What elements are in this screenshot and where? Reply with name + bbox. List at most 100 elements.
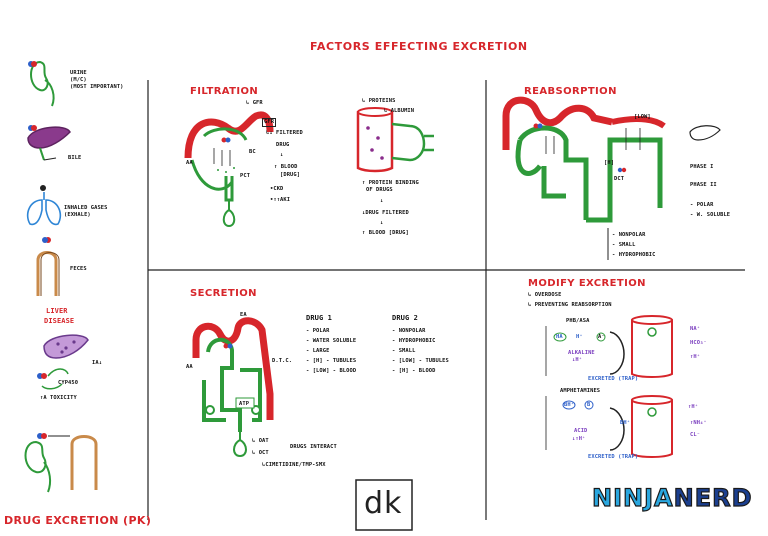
filtration-line-6: •CKD (270, 186, 284, 192)
dtc-label: D.T.C. (272, 358, 293, 364)
drug2-line-5: - [H] - BLOOD (392, 368, 436, 374)
wsoluble-label: - W. SOLUBLE (690, 212, 731, 218)
phase-liver-icon (689, 125, 721, 141)
ea-label: EA (240, 312, 247, 318)
oat-label: ↳ OAT (252, 438, 269, 444)
liver-icon (27, 125, 71, 161)
dk-logo: dk (364, 486, 403, 521)
phb-label: PHB/ASA (566, 318, 590, 324)
liver-disease-label-1: LIVER (46, 307, 68, 315)
b-label: B (587, 402, 591, 408)
bh-label: BH⁺ (564, 402, 575, 408)
trap1-label: EXCRETED (TRAP) (588, 376, 639, 382)
inhaled-label-2: (EXHALE) (64, 212, 91, 218)
ninja-text: NINJA (591, 483, 674, 512)
phase1-label: PHASE I (690, 164, 714, 170)
modify-sub-2: ↳ PREVENTING REABSORPTION (528, 302, 612, 308)
gfr-label: ↳ GFR (246, 100, 263, 106)
dk-logo-frame (355, 479, 413, 531)
urine-label-3: (MOST IMPORTANT) (70, 84, 124, 90)
filtration-nephron (184, 111, 274, 228)
filtration-line-5: [DRUG] (280, 172, 301, 178)
grid-lines (147, 80, 745, 520)
kidney-bottom-icon (24, 433, 98, 493)
filtration-line-7: •↑↑AKI (270, 197, 291, 203)
inhaled-label-1: INHALED GASES (64, 205, 108, 211)
liver-disease-label-2: DISEASE (44, 317, 75, 325)
lungs-icon (26, 185, 62, 226)
low-label: [LOW] (634, 114, 651, 120)
page-title: FACTORS EFFECTING EXCRETION (310, 40, 528, 53)
pct-label: PCT (240, 173, 251, 179)
footer-title: DRUG EXCRETION (PK) (4, 514, 152, 527)
drug2-line-4: - [LOW] - TUBULES (392, 358, 449, 364)
atp-label: ATP (239, 401, 250, 407)
binding-line-4: ↓DRUG FILTERED (362, 210, 409, 216)
bile-label: BILE (68, 155, 82, 161)
binding-line-1: ↑ PROTEIN BINDING (362, 180, 419, 186)
modify-sub-1: ↳ OVERDOSE (528, 292, 562, 298)
drug2-heading: DRUG 2 (392, 314, 418, 322)
h-label: [H] (604, 160, 615, 166)
prop-nonpolar: - NONPOLAR (612, 232, 646, 238)
urine-label-1: URINE (70, 70, 87, 76)
hco-label: HCO₃⁻ (690, 340, 707, 346)
kidney-icon (28, 60, 55, 107)
modify-heading: MODIFY EXCRETION (528, 278, 646, 289)
uph-label: ↑H⁺ (690, 354, 701, 360)
drug1-line-1: - POLAR (306, 328, 330, 334)
reabsorption-nephron (502, 96, 666, 223)
hplus-label: H⁺ (576, 334, 583, 340)
drug2-line-2: - HYDROPHOBIC (392, 338, 436, 344)
nh-label: ↑NH₄⁺ (690, 420, 707, 426)
filtration-line-2: DRUG (276, 142, 290, 148)
acid-label: ACID (574, 428, 588, 434)
filtration-line-3: ↓ (280, 152, 284, 158)
ninja-nerd-logo: NINJANERD (591, 483, 753, 512)
drug1-line-2: - WATER SOLUBLE (306, 338, 357, 344)
urine-label-2: (M/C) (70, 77, 87, 83)
cimetidine-label: ↳CIMETIDINE/TMP-SMX (262, 462, 326, 468)
ia-label: IA↓ (92, 360, 103, 366)
uph2-label: ↑H⁺ (688, 404, 699, 410)
alkaline-label: ALKALINE (568, 350, 595, 356)
nerd-text: NERD (673, 483, 753, 512)
secretion-heading: SECRETION (190, 288, 257, 299)
oct-label: ↳ OCT (252, 450, 269, 456)
filtration-line-1: ↳↓ FILTERED (266, 130, 303, 136)
binding-line-5: ↓ (380, 220, 384, 226)
trap2-label: EXCRETED (TRAP) (588, 454, 639, 460)
drug1-heading: DRUG 1 (306, 314, 332, 322)
a-label: A⁻ (598, 334, 605, 340)
interact-label: DRUGS INTERACT (290, 444, 337, 450)
secretion-nephron (192, 317, 274, 458)
diseased-liver-icon (37, 334, 89, 390)
feces-label: FECES (70, 266, 87, 272)
drug1-line-5: - [LOW] - BLOOD (306, 368, 357, 374)
acid-h-label: ↓↑H⁺ (572, 436, 586, 442)
filtration-line-4: ↑ BLOOD (274, 164, 298, 170)
bc-label: BC (249, 149, 256, 155)
cl-label: CL⁻ (690, 432, 701, 438)
modify-tubes (545, 315, 673, 458)
cyp-label: CYP450 (58, 380, 79, 386)
bh-side-label: BH⁺ (620, 420, 631, 426)
amph-label: AMPHETAMINES (560, 388, 601, 394)
na-label: NA⁺ (690, 326, 701, 332)
drug2-line-3: - SMALL (392, 348, 416, 354)
drug1-line-4: - [H] - TUBULES (306, 358, 357, 364)
binding-line-6: ↑ BLOOD [DRUG] (362, 230, 409, 236)
filtration-heading: FILTRATION (190, 86, 259, 97)
secretion-aa-label: AA (186, 364, 193, 370)
toxicity-label: ↑A TOXICITY (40, 395, 77, 401)
ha-label: HA (556, 334, 563, 340)
drug2-line-1: - NONPOLAR (392, 328, 426, 334)
binding-line-2: OF DRUGS (366, 187, 393, 193)
aa-label: AA (186, 160, 193, 166)
intestine-icon (36, 237, 60, 296)
reabsorption-heading: REABSORPTION (524, 86, 617, 97)
vessel-proteins (356, 107, 434, 173)
dct-label: DCT (614, 176, 625, 182)
proteins-label: ↳ PROTEINS (362, 98, 396, 104)
